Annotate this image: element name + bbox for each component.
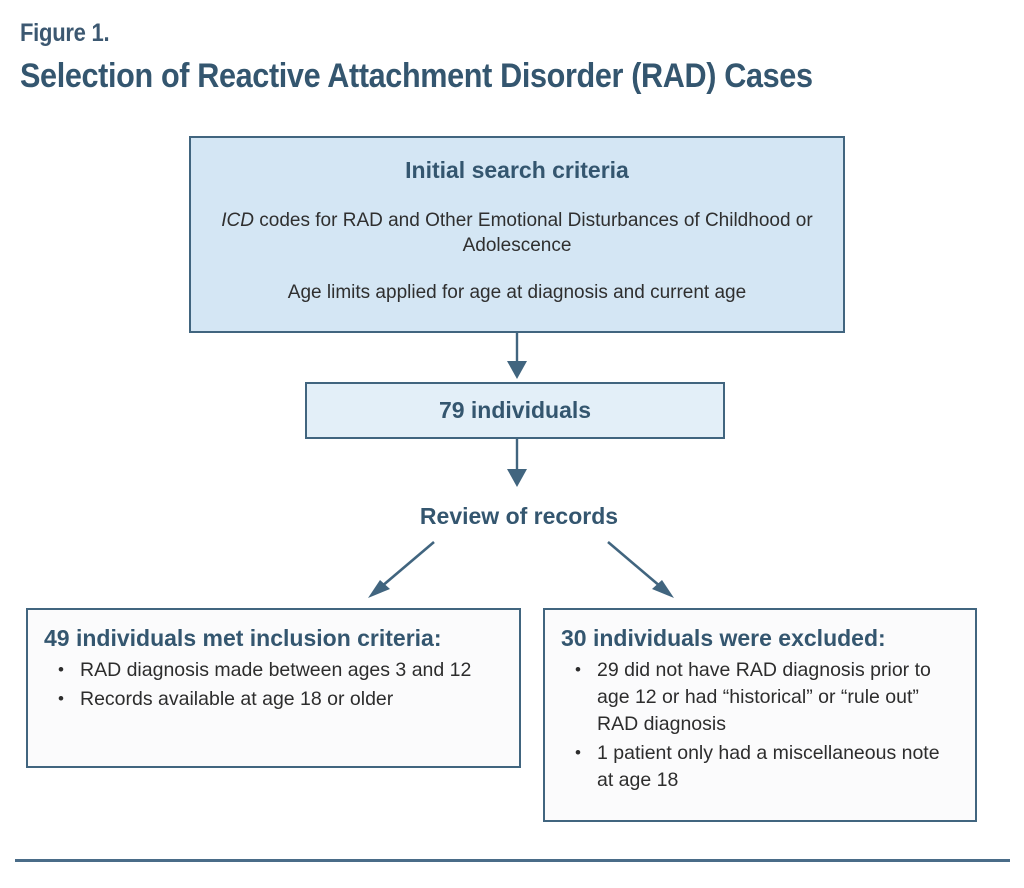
- initial-search-criteria-line-2: Age limits applied for age at diagnosis …: [287, 282, 747, 303]
- review-of-records-label: Review of records: [419, 503, 619, 529]
- icd-italic-term: ICD: [221, 210, 255, 231]
- arrow-count-to-review: [507, 439, 527, 487]
- arrow-criteria-to-count: [507, 333, 527, 379]
- initial-search-criteria-line-1-rest: codes for RAD and Other Emotional Distur…: [254, 210, 813, 256]
- initial-search-criteria-heading: Initial search criteria: [405, 157, 629, 183]
- initial-search-criteria-box: Initial search criteria ICD codes for RA…: [189, 136, 845, 333]
- list-item: Records available at age 18 or older: [44, 685, 503, 713]
- arrow-review-to-excluded: [607, 541, 674, 598]
- list-item: 1 patient only had a miscellaneous note …: [561, 739, 959, 794]
- count-box-label: 79 individuals: [438, 397, 592, 423]
- initial-search-criteria-line-1: ICD codes for RAD and Other Emotional Di…: [213, 208, 821, 258]
- list-item: RAD diagnosis made between ages 3 and 12: [44, 656, 503, 684]
- included-outcome-box: 49 individuals met inclusion criteria: R…: [26, 608, 521, 768]
- figure-title: Selection of Reactive Attachment Disorde…: [20, 57, 813, 95]
- excluded-outcome-box: 30 individuals were excluded: 29 did not…: [543, 608, 977, 822]
- excluded-heading: 30 individuals were excluded:: [561, 625, 886, 651]
- excluded-bullet-list: 29 did not have RAD diagnosis prior to a…: [561, 656, 959, 794]
- arrow-review-to-included: [368, 541, 435, 598]
- count-box-79-individuals: 79 individuals: [305, 382, 725, 439]
- included-heading: 49 individuals met inclusion criteria:: [44, 625, 442, 651]
- figure-header: Figure 1. Selection of Reactive Attachme…: [20, 18, 1010, 97]
- bottom-divider: [15, 859, 1010, 862]
- figure-label: Figure 1.: [20, 19, 110, 47]
- review-of-records-step: Review of records: [0, 503, 1024, 530]
- included-bullet-list: RAD diagnosis made between ages 3 and 12…: [44, 656, 503, 713]
- list-item: 29 did not have RAD diagnosis prior to a…: [561, 656, 959, 738]
